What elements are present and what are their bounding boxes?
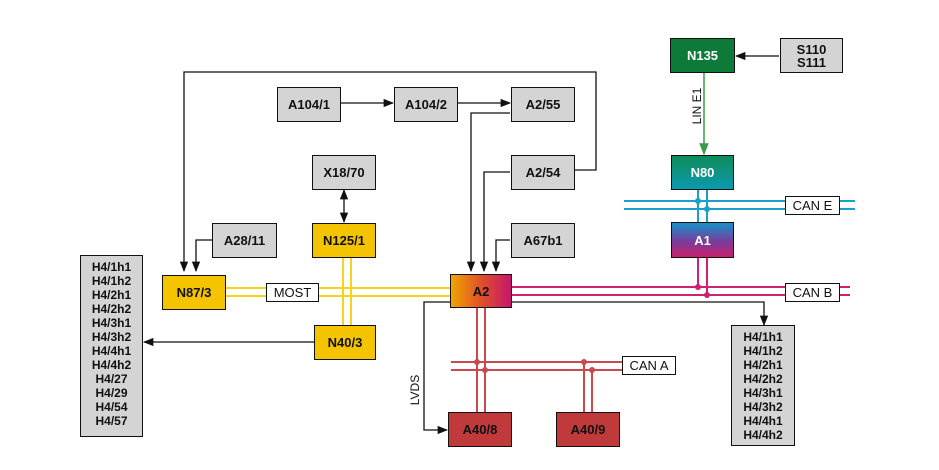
list-item: H4/2h1 xyxy=(743,358,783,372)
s110-s111-box: S110 S111 xyxy=(780,38,843,73)
signal-lines xyxy=(142,51,779,435)
can-a-junction xyxy=(474,359,480,365)
lvds-label: LVDS xyxy=(408,374,422,406)
a67b1-box: A67b1 xyxy=(511,223,575,258)
a104-2-box: A104/2 xyxy=(394,87,458,122)
list-item: H4/1h2 xyxy=(91,274,132,288)
list-item: H4/4h1 xyxy=(91,344,132,358)
can-a-label: CAN A xyxy=(622,356,676,375)
list-item: H4/54 xyxy=(95,400,128,414)
list-item: H4/4h2 xyxy=(91,358,132,372)
a28-11-box: A28/11 xyxy=(212,223,277,258)
most-label: MOST xyxy=(266,283,319,302)
can-e-junction xyxy=(695,198,701,204)
n135-box: N135 xyxy=(670,38,735,73)
list-item: H4/2h2 xyxy=(743,372,783,386)
can-b-junction xyxy=(695,284,701,290)
list-item: H4/3h2 xyxy=(743,400,783,414)
can-e-junction xyxy=(704,206,710,212)
list-item: H4/29 xyxy=(95,386,128,400)
lin-e1-label: LIN E1 xyxy=(690,87,704,125)
list-item: H4/3h1 xyxy=(743,386,783,400)
list-item: H4/1h1 xyxy=(743,330,783,344)
a40-9-box: A40/9 xyxy=(556,412,620,447)
list-item: H4/3h1 xyxy=(91,316,132,330)
list-item: H4/1h2 xyxy=(743,344,783,358)
list-item: H4/2h1 xyxy=(91,288,132,302)
can-a-junction xyxy=(589,367,595,373)
right-output-list: H4/1h1 H4/1h2 H4/2h1 H4/2h2 H4/3h1 H4/3h… xyxy=(731,325,795,446)
can-b-junction xyxy=(704,292,710,298)
list-item: H4/3h2 xyxy=(91,330,132,344)
n87-3-box: N87/3 xyxy=(162,275,226,310)
list-item: H4/1h1 xyxy=(91,260,132,274)
list-item: H4/57 xyxy=(95,414,128,428)
s110-label: S110 xyxy=(796,41,827,57)
list-item: H4/4h1 xyxy=(743,414,783,428)
can-b-label: CAN B xyxy=(785,283,840,302)
a2-54-box: A2/54 xyxy=(511,155,575,190)
list-item: H4/2h2 xyxy=(91,302,132,316)
a2-55-box: A2/55 xyxy=(511,87,575,122)
n125-1-box: N125/1 xyxy=(312,223,376,258)
n80-box: N80 xyxy=(671,155,734,190)
a40-8-box: A40/8 xyxy=(448,412,512,447)
a1-box: A1 xyxy=(671,222,734,258)
x18-70-box: X18/70 xyxy=(312,155,376,190)
a104-1-box: A104/1 xyxy=(277,87,341,122)
n40-3-box: N40/3 xyxy=(314,325,376,360)
s111-label: S111 xyxy=(797,54,826,70)
list-item: H4/4h2 xyxy=(743,428,783,442)
can-e-label: CAN E xyxy=(785,196,840,215)
can-a-junction xyxy=(581,359,587,365)
a2-box: A2 xyxy=(450,274,512,308)
left-output-list: H4/1h1 H4/1h2 H4/2h1 H4/2h2 H4/3h1 H4/3h… xyxy=(80,255,143,437)
list-item: H4/27 xyxy=(95,372,128,386)
can-a-junction xyxy=(482,367,488,373)
most-bus xyxy=(226,253,450,327)
